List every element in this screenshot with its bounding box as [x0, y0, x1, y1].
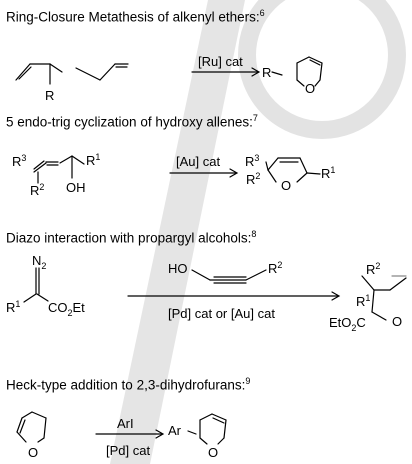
substituent-r: R [262, 65, 271, 80]
alkenyl-ether-structure [15, 63, 129, 85]
scheme-diazo-interaction [23, 267, 407, 321]
r-index: 2 [277, 260, 282, 270]
substituent-r1: R1 [86, 152, 100, 168]
heading-text: Heck-type addition to 2,3-dihydrofurans: [6, 377, 246, 393]
dihydrofuran-product [361, 275, 407, 321]
hydroxyl-label: HO [168, 261, 188, 276]
r-index: 1 [330, 165, 335, 175]
heading-endo-trig-cyclization: 5 endo-trig cyclization of hydroxy allen… [6, 113, 258, 130]
ester-label: EtO2C [329, 315, 366, 333]
oxygen-label: O [281, 178, 291, 193]
substituent-r2: R2 [268, 260, 282, 276]
ester-label: CO2Et [48, 300, 85, 318]
scheme-ring-closure-metathesis [15, 56, 323, 87]
reference-superscript: 7 [252, 113, 258, 123]
aryl-dihydrofuran-product [187, 413, 227, 445]
oxygen-label: O [28, 445, 38, 460]
reference-superscript: 6 [259, 8, 265, 18]
reagent-label: ArI [117, 416, 134, 431]
r-symbol: R [366, 262, 375, 277]
r-symbol: R [246, 172, 255, 187]
dihydrofuran-product [271, 56, 323, 87]
reagent-label: [Au] cat [176, 154, 220, 169]
eto-index: 2 [351, 323, 356, 333]
hydroxy-allene-structure [33, 155, 85, 184]
r-index: 2 [375, 261, 380, 271]
r-symbol: R [30, 183, 39, 198]
reference-superscript: 9 [245, 376, 251, 386]
eto-symbol: EtO [329, 315, 351, 330]
oxygen-label: O [305, 81, 315, 96]
n-index: 2 [41, 261, 46, 271]
reaction-arrow [95, 429, 165, 439]
r-symbol: R [356, 294, 365, 309]
substituent-r2: R2 [366, 261, 380, 277]
heading-heck-type-addition: Heck-type addition to 2,3-dihydrofurans:… [6, 376, 250, 393]
r-symbol: R [86, 153, 95, 168]
r-index: 1 [95, 152, 100, 162]
substituent-r3: R3 [12, 153, 26, 169]
scheme-endo-trig-cyclization [33, 155, 321, 184]
reference-superscript: 8 [251, 229, 257, 239]
hydroxyl-label: OH [66, 180, 86, 195]
n-symbol: N [32, 253, 41, 268]
aryl-label: Ar [168, 423, 182, 438]
propargyl-alcohol-structure [191, 269, 267, 284]
r-index: 3 [254, 153, 259, 163]
r-symbol: R [268, 261, 277, 276]
reagent-label: [Pd] cat or [Au] cat [168, 306, 275, 321]
co-index: 2 [68, 308, 73, 318]
scheme-heck-type-addition [16, 411, 227, 445]
r-symbol: R [245, 154, 254, 169]
heading-text: 5 endo-trig cyclization of hydroxy allen… [6, 114, 253, 130]
heading-diazo-interaction: Diazo interaction with propargyl alcohol… [6, 229, 256, 246]
reaction-arrow [127, 291, 341, 301]
r-index: 2 [39, 182, 44, 192]
oxygen-label: O [392, 314, 402, 329]
r-index: 2 [255, 171, 260, 181]
reaction-arrow [169, 168, 239, 178]
reaction-arrow [191, 67, 261, 77]
r-index: 1 [365, 293, 370, 303]
heading-ring-closure-metathesis: Ring-Closure Metathesis of alkenyl ether… [6, 8, 265, 25]
dihydrofuran-starting-material [16, 411, 47, 443]
substituent-r1: R1 [356, 293, 370, 309]
r-index: 3 [21, 153, 26, 163]
substituent-r3: R3 [245, 153, 259, 169]
diazo-label: N2 [32, 253, 46, 271]
heading-text: Ring-Closure Metathesis of alkenyl ether… [6, 9, 260, 25]
dihydrofuran-product [265, 157, 321, 183]
ethyl-symbol: Et [73, 300, 86, 315]
carbon-symbol: C [356, 315, 365, 330]
r-symbol: R [6, 300, 15, 315]
diazo-ester-structure [23, 267, 49, 303]
oxygen-label: O [208, 445, 218, 460]
reagent-label: [Ru] cat [198, 54, 243, 69]
r-symbol: R [12, 154, 21, 169]
substituent-r1: R1 [321, 165, 335, 181]
r-index: 1 [15, 299, 20, 309]
substituent-r2: R2 [246, 171, 260, 187]
reagent-label: [Pd] cat [106, 443, 150, 458]
substituent-r1: R1 [6, 299, 20, 315]
substituent-r: R [45, 88, 54, 103]
co-symbol: CO [48, 300, 68, 315]
substituent-r2: R2 [30, 182, 44, 198]
heading-text: Diazo interaction with propargyl alcohol… [6, 230, 252, 246]
r-symbol: R [321, 166, 330, 181]
